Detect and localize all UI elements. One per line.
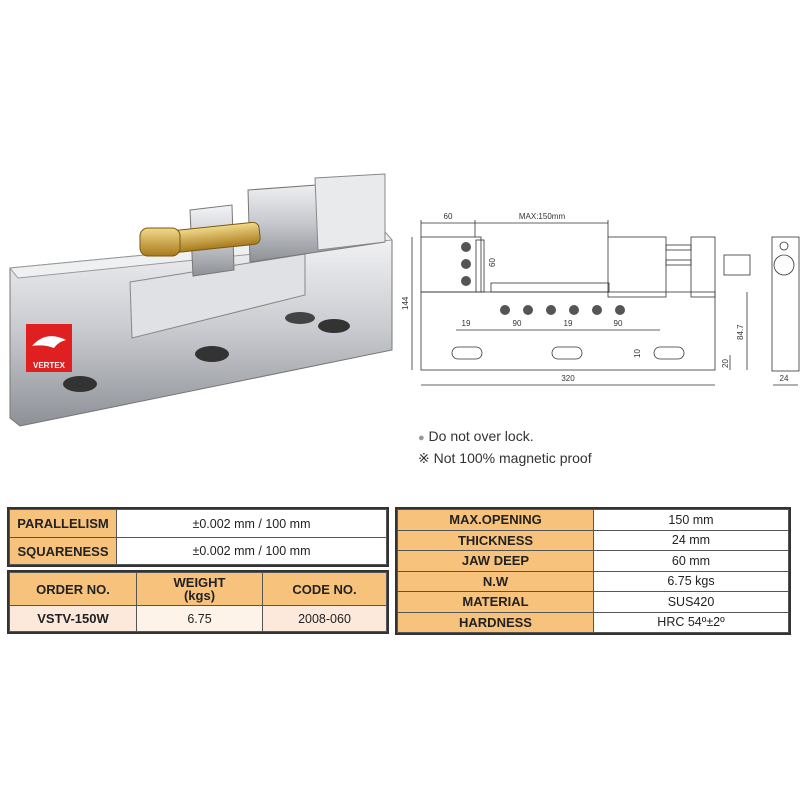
vertex-logo: VERTEX: [26, 324, 72, 372]
dim-84-7: 84.7: [736, 324, 745, 340]
reference-mark-icon: ※: [418, 450, 430, 466]
dim-jaw-60: 60: [488, 258, 497, 267]
dim-20: 20: [721, 359, 730, 368]
net-weight-label: N.W: [397, 570, 594, 592]
max-opening-label: MAX.OPENING: [397, 509, 594, 531]
dim-24: 24: [780, 374, 789, 383]
material-value: SUS420: [593, 591, 789, 613]
parallelism-label: PARALLELISM: [9, 509, 117, 538]
order-no-cell: VSTV-150W: [9, 605, 137, 632]
table-header-row: ORDER NO. WEIGHT(kgs) CODE NO.: [9, 572, 387, 606]
product-photo: VERTEX: [9, 173, 394, 427]
dim-90a: 90: [513, 319, 522, 328]
jaw-deep-value: 60 mm: [593, 550, 789, 572]
note-over-lock: ● Do not over lock.: [418, 428, 534, 444]
code-no-cell: 2008-060: [262, 605, 387, 632]
parallelism-value: ±0.002 mm / 100 mm: [116, 509, 387, 538]
dim-19b: 19: [564, 319, 573, 328]
dim-max-opening: MAX:150mm: [519, 212, 566, 221]
dim-320: 320: [561, 374, 575, 383]
dim-90b: 90: [614, 319, 623, 328]
technical-drawing: 60 MAX:150mm 60 144 19 90 19 90 10 84.7 …: [401, 212, 800, 386]
dim-19a: 19: [462, 319, 471, 328]
order-table: ORDER NO. WEIGHT(kgs) CODE NO. VSTV-150W…: [7, 570, 389, 634]
weight-unit-text: (kgs): [183, 588, 216, 603]
weight-cell: 6.75: [136, 605, 263, 632]
svg-text:VERTEX: VERTEX: [33, 361, 66, 370]
table-row: SQUARENESS±0.002 mm / 100 mm: [9, 537, 387, 565]
squareness-label: SQUARENESS: [9, 537, 117, 565]
bullet-icon: ●: [418, 432, 425, 444]
material-label: MATERIAL: [397, 591, 594, 613]
table-row: VSTV-150W 6.75 2008-060: [9, 605, 387, 632]
jaw-deep-label: JAW DEEP: [397, 550, 594, 572]
dim-10: 10: [633, 349, 642, 358]
table-row: PARALLELISM±0.002 mm / 100 mm: [9, 509, 387, 538]
order-no-header: ORDER NO.: [9, 572, 137, 606]
dim-60-top: 60: [444, 212, 453, 221]
weight-header: WEIGHT(kgs): [136, 572, 263, 606]
hardness-label: HARDNESS: [397, 611, 594, 633]
net-weight-value: 6.75 kgs: [593, 570, 789, 592]
dim-144: 144: [401, 296, 410, 310]
code-no-header: CODE NO.: [262, 572, 387, 606]
note-text: Not 100% magnetic proof: [433, 450, 592, 466]
squareness-value: ±0.002 mm / 100 mm: [116, 537, 387, 565]
max-opening-value: 150 mm: [593, 509, 789, 531]
note-text: Do not over lock.: [428, 428, 534, 444]
thickness-value: 24 mm: [593, 529, 789, 551]
weight-header-text: WEIGHT: [173, 575, 226, 590]
accuracy-table: PARALLELISM±0.002 mm / 100 mm SQUARENESS…: [7, 507, 389, 567]
thickness-label: THICKNESS: [397, 529, 594, 551]
note-magnetic: ※ Not 100% magnetic proof: [418, 450, 592, 467]
hardness-value: HRC 54º±2º: [593, 611, 789, 633]
